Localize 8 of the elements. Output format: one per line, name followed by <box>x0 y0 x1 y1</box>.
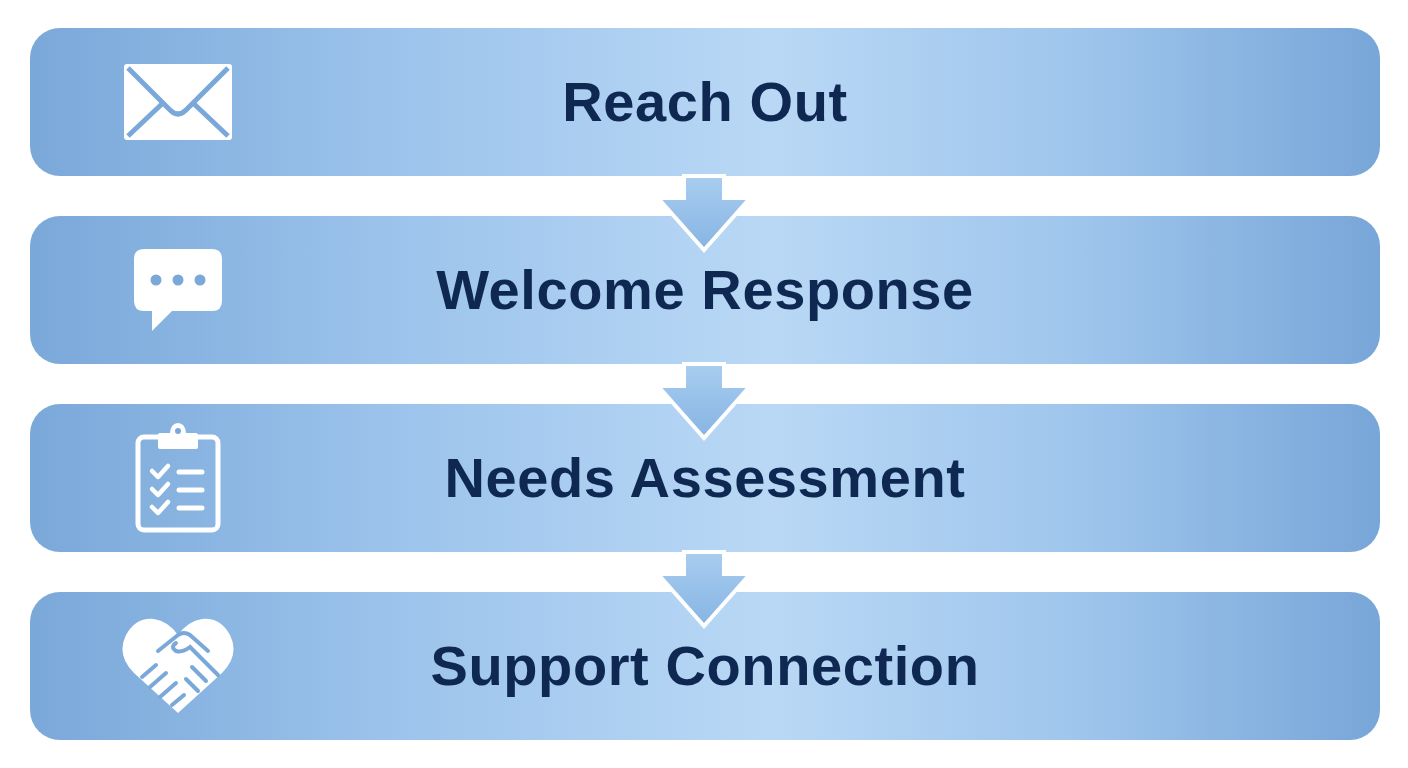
step-title: Support Connection <box>430 633 980 699</box>
step-title: Welcome Response <box>436 257 974 323</box>
process-box <box>30 28 1380 176</box>
process-box <box>30 592 1380 740</box>
process-box <box>30 216 1380 364</box>
step-title: Needs Assessment <box>444 445 966 511</box>
process-box <box>30 404 1380 552</box>
step-title: Reach Out <box>562 69 848 135</box>
